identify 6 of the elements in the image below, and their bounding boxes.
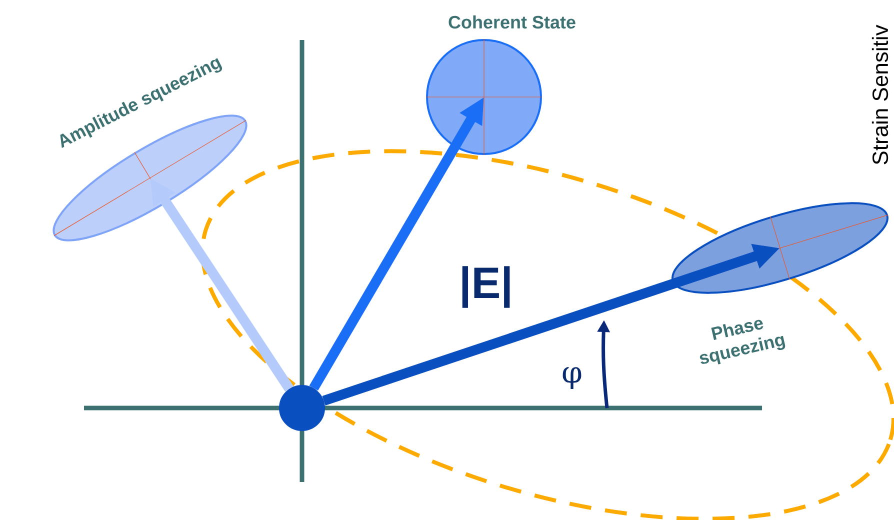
node-label: Coherent State xyxy=(448,15,576,29)
angle-label: φ xyxy=(562,367,582,389)
node-label: Phase squeezing xyxy=(700,320,786,364)
origin-dot xyxy=(279,385,325,431)
axis-title: Strain Sensitiv xyxy=(872,24,888,164)
magnitude-label: |E| xyxy=(462,266,510,308)
